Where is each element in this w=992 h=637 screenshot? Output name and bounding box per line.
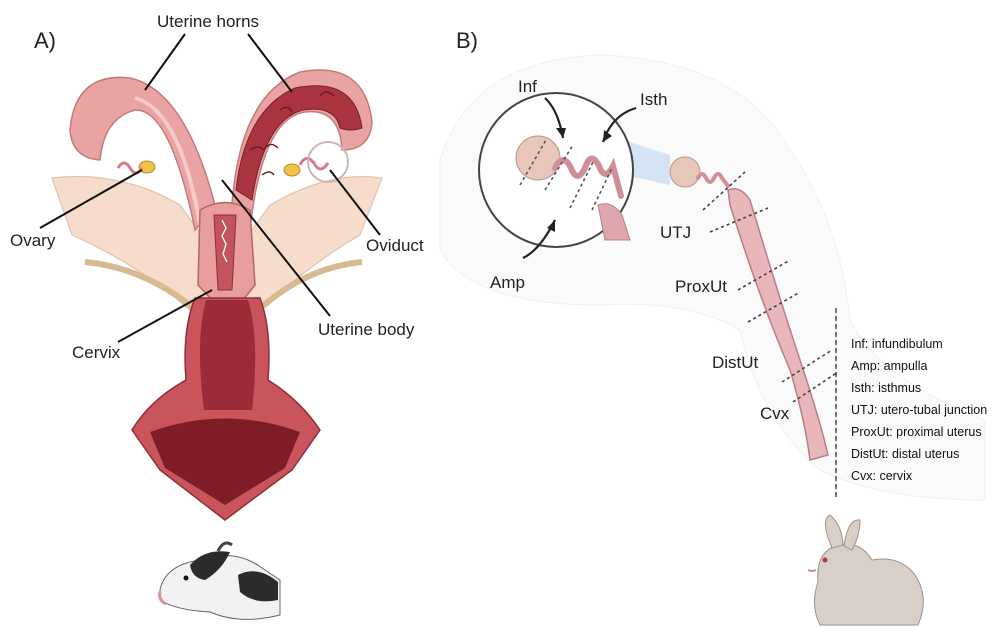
label-ovary: Ovary xyxy=(10,231,56,250)
leader-horns-right xyxy=(248,34,292,92)
label-utj: UTJ xyxy=(660,223,691,242)
legend-item: UTJ: utero-tubal junction xyxy=(851,403,987,417)
legend-item: Inf: infundibulum xyxy=(851,337,943,351)
label-proxut: ProxUt xyxy=(675,277,727,296)
label-uterine-body: Uterine body xyxy=(318,320,415,339)
label-oviduct: Oviduct xyxy=(366,236,424,255)
label-distut: DistUt xyxy=(712,353,759,372)
label-isth: Isth xyxy=(640,90,667,109)
legend-item: ProxUt: proximal uterus xyxy=(851,425,982,439)
label-cvx: Cvx xyxy=(760,404,790,423)
right-ovary xyxy=(284,142,348,182)
label-amp: Amp xyxy=(490,273,525,292)
panel-b-title: B) xyxy=(456,28,478,53)
panel-a-title: A) xyxy=(34,28,56,53)
cow-reproductive-tract xyxy=(52,70,382,520)
label-cervix: Cervix xyxy=(72,343,121,362)
leader-horns-left xyxy=(145,34,185,90)
rabbit-illustration xyxy=(808,515,923,625)
legend-item: DistUt: distal uterus xyxy=(851,447,959,461)
legend-item: Cvx: cervix xyxy=(851,469,913,483)
legend-item: Isth: isthmus xyxy=(851,381,921,395)
cow-illustration xyxy=(160,543,280,619)
legend-item: Amp: ampulla xyxy=(851,359,927,373)
left-ovary xyxy=(118,161,155,173)
label-uterine-horns: Uterine horns xyxy=(157,12,259,31)
label-inf: Inf xyxy=(518,77,537,96)
